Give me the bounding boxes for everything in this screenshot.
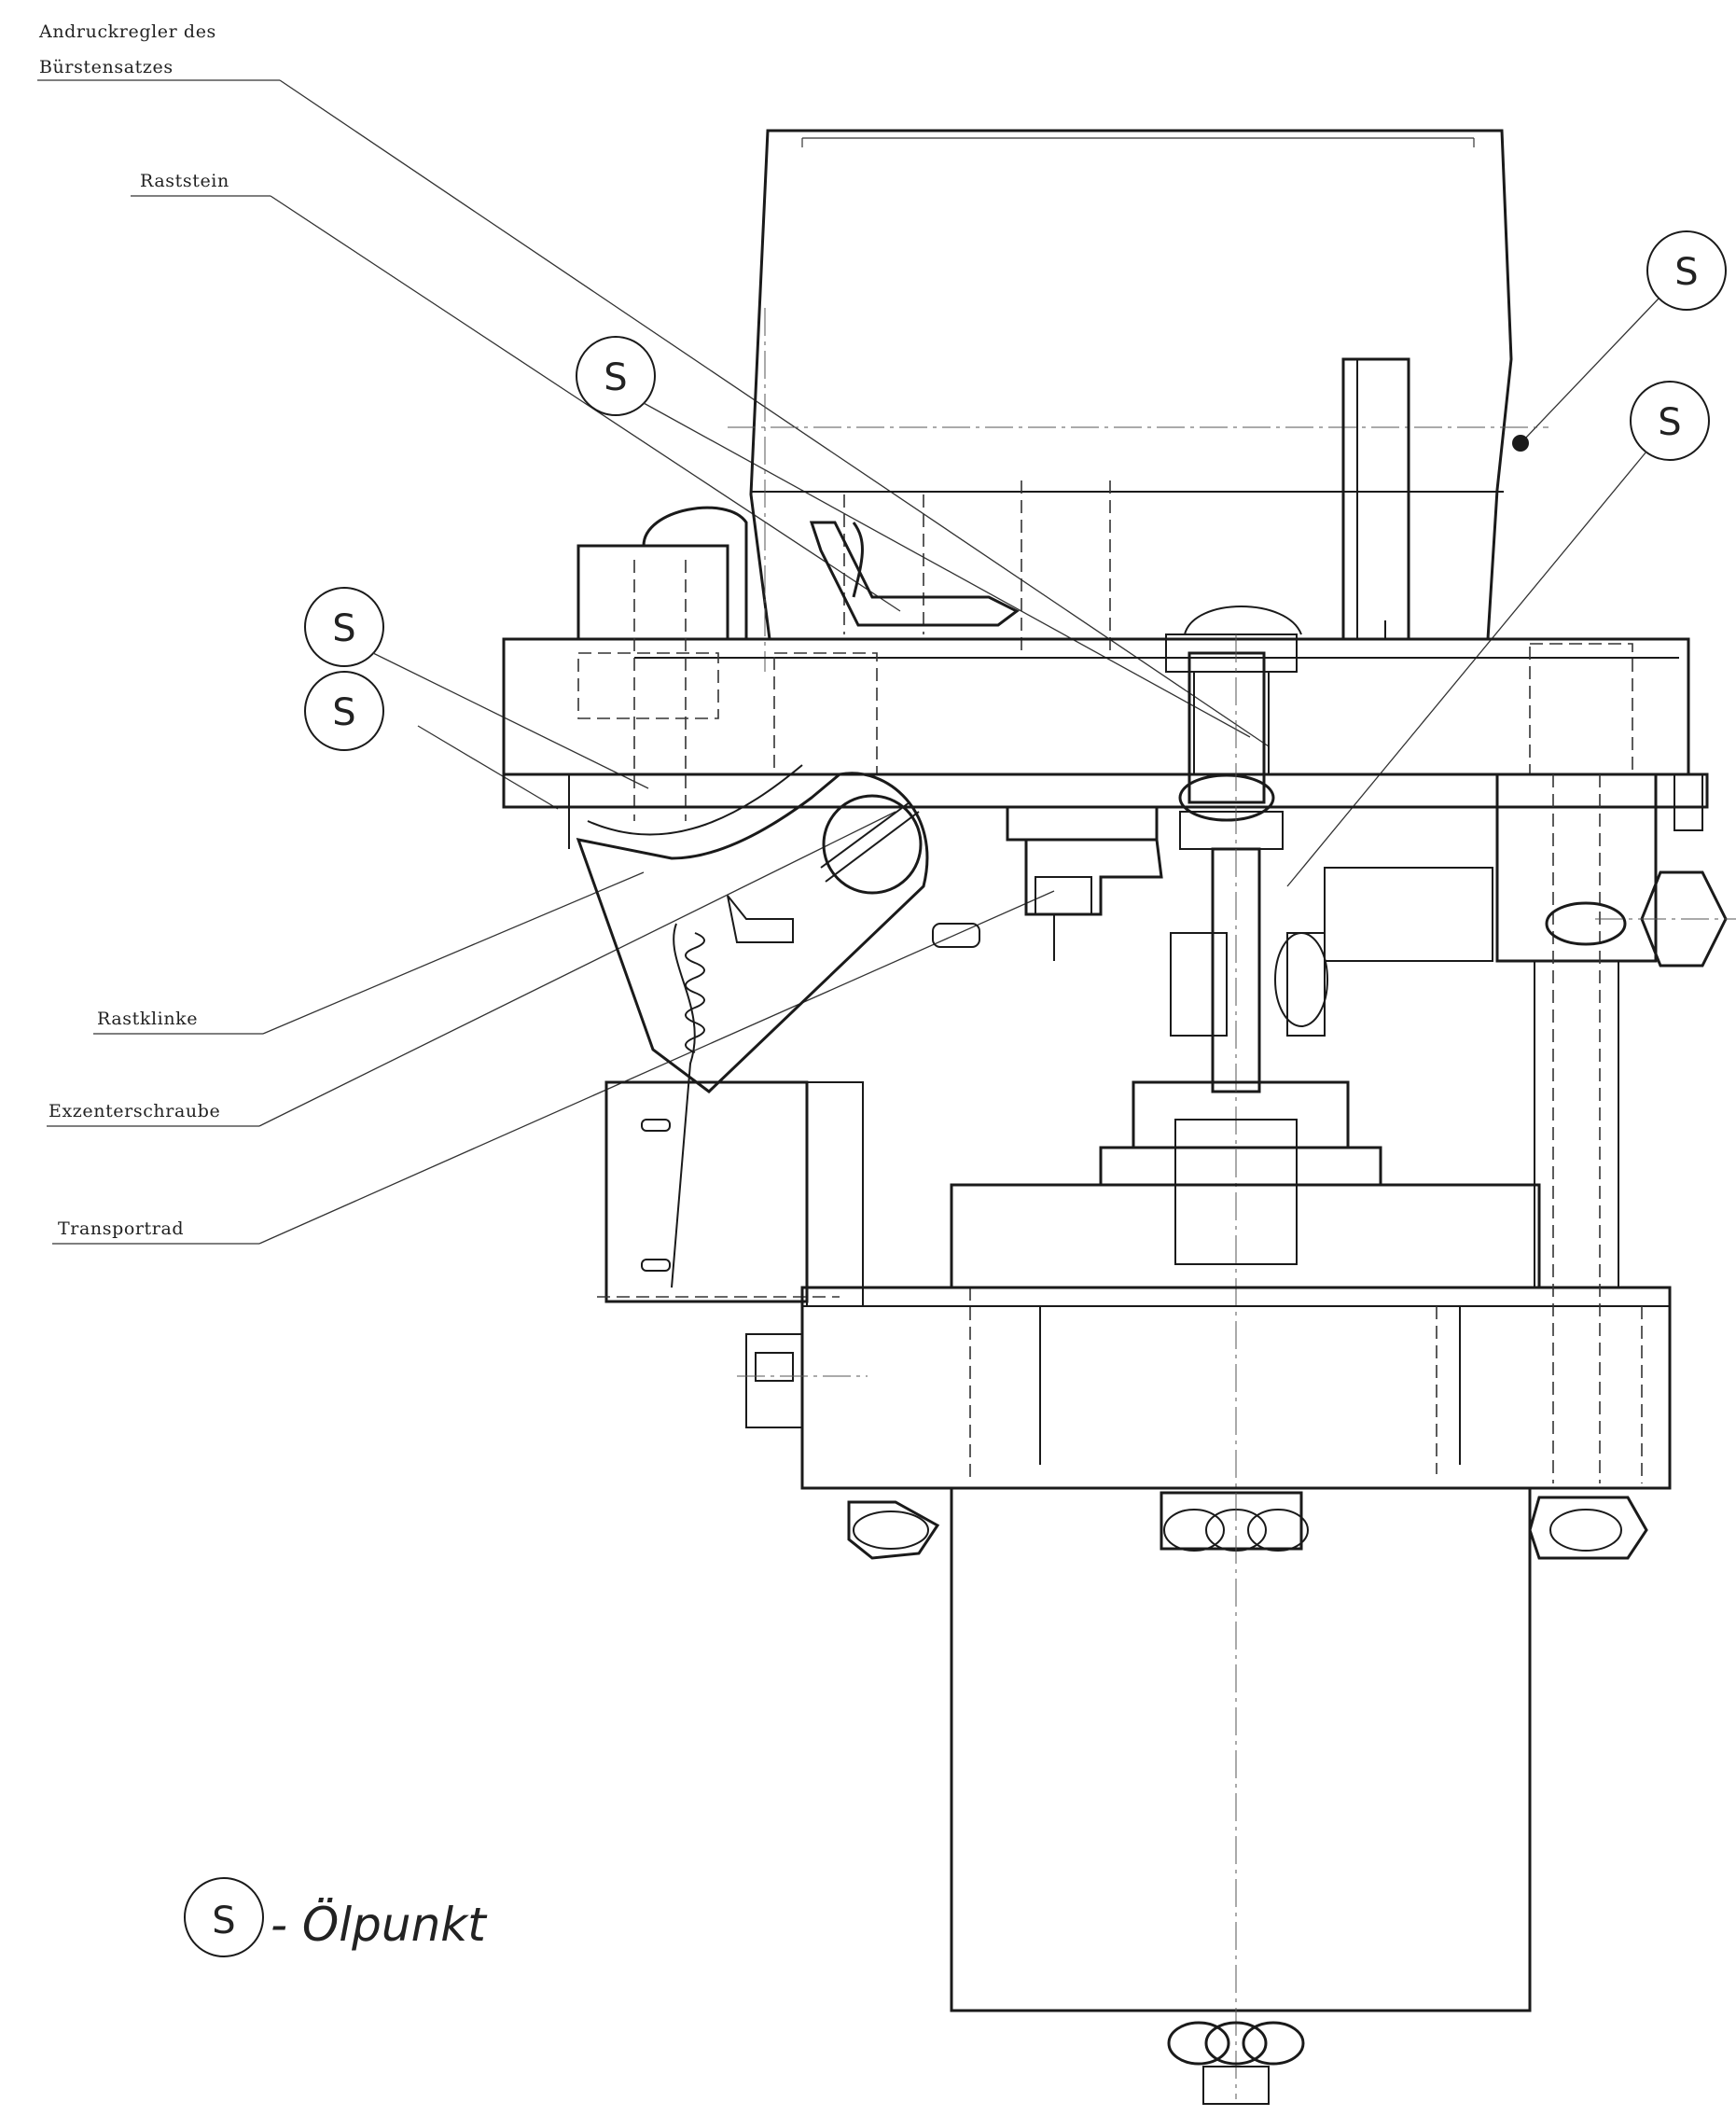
oil-point-marker-2: S	[1524, 230, 1727, 439]
label-andruckregler: Andruckregler des Bürstensatzes	[37, 21, 1270, 747]
oil-point-marker-3: S	[1286, 381, 1710, 887]
legend: S - Ölpunkt	[184, 1877, 488, 1957]
nut-right	[1528, 1496, 1648, 1560]
oil-point-marker-4: S	[304, 587, 649, 789]
oil-point-marker-1: S	[576, 336, 1251, 738]
nut-center	[1160, 1491, 1309, 1552]
machine-assembly	[502, 129, 1736, 2105]
label-andruckregler-line1: Andruckregler des	[38, 21, 216, 42]
label-transportrad-text: Transportrad	[58, 1218, 184, 1239]
oil-point-marker-5: S	[304, 671, 559, 810]
oil-point-symbol-4: S	[332, 607, 355, 650]
oil-point-symbol-1: S	[604, 356, 627, 399]
legend-symbol: S	[212, 1900, 235, 1942]
label-exzenterschraube-text: Exzenterschraube	[49, 1101, 220, 1121]
label-raststein: Raststein	[131, 171, 901, 612]
legend-oil-point-icon	[184, 1877, 264, 1957]
oil-point-symbol-2: S	[1674, 251, 1698, 294]
label-rastklinke-text: Rastklinke	[97, 1009, 198, 1029]
label-rastklinke: Rastklinke	[93, 871, 645, 1035]
legend-text: - Ölpunkt	[271, 1898, 488, 1952]
nut-bottom	[1167, 2021, 1305, 2105]
label-raststein-text: Raststein	[140, 171, 229, 191]
nut-left	[847, 1500, 940, 1560]
oil-point-symbol-5: S	[332, 691, 355, 734]
oil-point-symbol-3: S	[1658, 401, 1681, 444]
label-transportrad: Transportrad	[52, 890, 1055, 1245]
label-andruckregler-line2: Bürstensatzes	[39, 57, 174, 77]
label-exzenterschraube: Exzenterschraube	[47, 811, 896, 1127]
